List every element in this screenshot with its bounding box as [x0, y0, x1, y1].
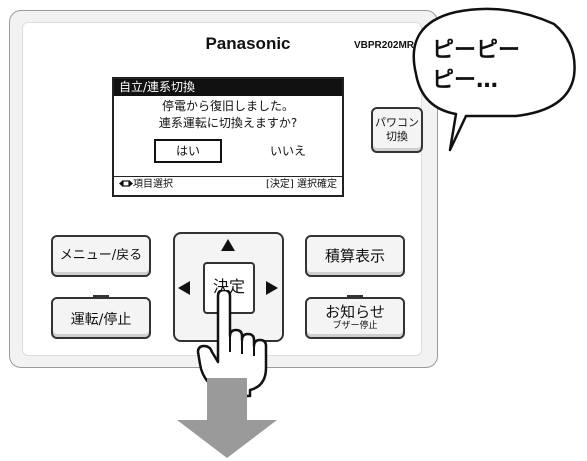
brand-logo: Panasonic: [205, 34, 291, 53]
screen-title: 自立/連系切換: [114, 79, 342, 96]
large-down-arrow-icon: [177, 378, 277, 458]
cumulative-display-button[interactable]: 積算表示: [305, 235, 405, 277]
right-arrow-icon[interactable]: [266, 281, 278, 295]
screen-message: 停電から復旧しました。 連系運転に切換えますか?: [114, 98, 342, 132]
footer-right: [決定] 選択確定: [266, 179, 337, 190]
run-stop-button[interactable]: 運転/停止: [51, 297, 151, 339]
pointing-hand-icon: [196, 290, 268, 398]
speech-bubble: [412, 7, 576, 152]
message-line-1: 停電から復旧しました。: [161, 99, 294, 113]
footer-left: 項目選択: [119, 177, 173, 193]
left-right-arrow-icon: [119, 180, 133, 187]
pc-switch-label-1: パワコン: [375, 116, 419, 129]
up-arrow-icon[interactable]: [221, 239, 235, 251]
menu-back-button[interactable]: メニュー/戻る: [51, 235, 151, 277]
speech-bubble-text: ピーピー ピー…: [432, 36, 520, 96]
left-arrow-icon[interactable]: [178, 281, 190, 295]
info-button[interactable]: お知らせ ブザー停止: [305, 297, 405, 339]
info-label: お知らせ: [325, 303, 385, 321]
pc-switch-button[interactable]: パワコン 切換: [371, 107, 423, 153]
screen-footer: 項目選択 [決定] 選択確定: [114, 176, 342, 193]
lcd-screen: 自立/連系切換 停電から復旧しました。 連系運転に切換えますか? はい いいえ …: [112, 77, 344, 197]
speech-line-1: ピーピー: [432, 38, 521, 63]
message-line-2: 連系運転に切換えますか?: [158, 116, 298, 130]
speech-line-2: ピー…: [432, 68, 499, 93]
option-yes[interactable]: はい: [154, 139, 222, 163]
run-indicator-lamp: [93, 295, 109, 297]
model-number: VBPR202MR: [354, 40, 415, 51]
option-no[interactable]: いいえ: [269, 144, 306, 158]
pc-switch-label-2: 切換: [386, 130, 408, 143]
info-sub-label: ブザー停止: [332, 321, 378, 331]
footer-left-label: 項目選択: [133, 179, 173, 190]
info-indicator-lamp: [347, 295, 363, 297]
